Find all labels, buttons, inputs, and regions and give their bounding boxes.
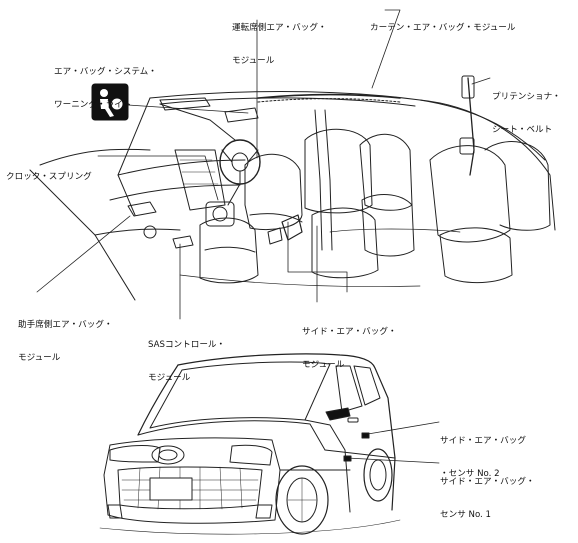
label-passenger-airbag-module: 助手席側エア・バッグ・ モジュール xyxy=(18,298,113,386)
label-side-airbag-module: サイド・エア・バッグ・ モジュール xyxy=(302,305,397,393)
label-warning-light: エア・バッグ・システム・ ワーニング・ライト xyxy=(54,45,157,133)
label-line: ・センサ No. 2 xyxy=(440,469,500,479)
label-line: 運転席側エア・バッグ・ xyxy=(232,23,327,33)
label-line: サイド・エア・バッグ・ xyxy=(440,477,535,487)
label-line: カーテン・エア・バッグ・モジュール xyxy=(370,23,516,33)
label-line: ワーニング・ライト xyxy=(54,100,132,110)
label-line: モジュール xyxy=(18,353,61,363)
label-line: エア・バッグ・システム・ xyxy=(54,67,157,77)
airbag-warning-icon xyxy=(91,83,129,121)
leader-lines xyxy=(36,9,491,464)
label-line: センサ No. 1 xyxy=(440,510,491,520)
interior-cutaway-illustration xyxy=(29,75,556,301)
label-driver-airbag-module: 運転席側エア・バッグ・ モジュール xyxy=(232,1,327,89)
label-line: モジュール xyxy=(148,373,191,383)
label-line: サイド・エア・バッグ xyxy=(440,436,526,446)
label-line: プリテンショナ・ xyxy=(492,92,561,102)
label-pretensioner-seat-belt: プリテンショナ・ シート・ベルト xyxy=(492,70,561,158)
label-line: SASコントロール・ xyxy=(148,340,226,350)
label-line: 助手席側エア・バッグ・ xyxy=(18,320,113,330)
label-line: クロック・スプリング xyxy=(6,172,92,182)
label-side-airbag-sensor-2: サイド・エア・バッグ ・センサ No. 2 xyxy=(440,414,526,502)
label-line: シート・ベルト xyxy=(492,125,553,135)
van-exterior-illustration xyxy=(99,353,401,535)
label-curtain-airbag-module: カーテン・エア・バッグ・モジュール xyxy=(370,1,516,56)
label-side-airbag-sensor-1: サイド・エア・バッグ・ センサ No. 1 xyxy=(440,455,535,543)
label-clock-spring: クロック・スプリング xyxy=(6,150,92,205)
label-line: モジュール xyxy=(232,56,275,66)
label-line: サイド・エア・バッグ・ xyxy=(302,327,397,337)
label-sas-control-module: SASコントロール・ モジュール xyxy=(148,318,225,406)
label-line: モジュール xyxy=(302,360,345,370)
